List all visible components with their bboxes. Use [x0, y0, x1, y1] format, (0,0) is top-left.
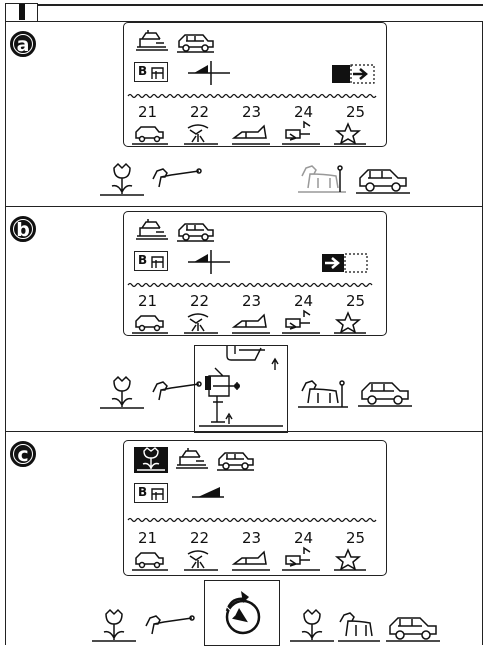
mode-b-icon: B	[134, 251, 168, 271]
dog-standing-icon	[338, 612, 380, 642]
tulip-icon	[100, 375, 144, 409]
section-b-panel: b B 21 22 23 24 25	[5, 206, 483, 433]
dog-icon	[152, 381, 202, 401]
dog-standing-icon	[298, 380, 348, 408]
rotate-reverse-button-icon	[204, 580, 280, 646]
pattern-number-23: 23	[242, 103, 262, 121]
pattern-number-25: 25	[346, 529, 366, 547]
mode-b-icon: B	[134, 62, 168, 82]
stitch-width-icon	[188, 250, 230, 274]
pattern-number-21: 21	[138, 529, 158, 547]
pattern-number-22: 22	[190, 103, 210, 121]
wavy-divider	[127, 93, 377, 99]
header-rule	[37, 4, 483, 6]
lcd-display-c: B 21 22 23 24 25	[123, 440, 387, 576]
mode-b-icon: B	[134, 483, 168, 503]
section-a-panel: a B 21 22 23 24	[5, 21, 483, 207]
pattern-number-25: 25	[346, 103, 366, 121]
car-icon	[217, 452, 254, 471]
section-b-letter: b	[10, 216, 36, 242]
section-a-letter: a	[10, 31, 36, 57]
pattern-number-21: 21	[138, 103, 158, 121]
tulip-icon-right	[290, 608, 334, 642]
car-large-icon	[386, 617, 440, 642]
pattern-icons-row	[132, 546, 366, 571]
arrow-right-icon	[332, 64, 375, 84]
presser-foot-lever-illustration	[194, 345, 288, 433]
pattern-number-23: 23	[242, 529, 262, 547]
sewing-machine-icon	[136, 219, 168, 240]
arrow-right-outline-icon	[322, 253, 368, 273]
pattern-number-23: 23	[242, 292, 262, 310]
pattern-number-25: 25	[346, 292, 366, 310]
dog-icon	[152, 168, 202, 188]
two-column-icon	[5, 3, 38, 22]
dog-icon	[145, 615, 195, 635]
lcd-display-b: B 21 22 23 24 25	[123, 211, 387, 336]
car-icon	[177, 34, 214, 53]
lcd-display-a: B 21 22 23 24 25	[123, 22, 387, 147]
pattern-icons-row	[132, 309, 366, 334]
car-large-icon	[358, 382, 412, 407]
section-c-letter: c	[10, 441, 36, 467]
pattern-number-22: 22	[190, 529, 210, 547]
tulip-icon	[92, 608, 136, 642]
pattern-number-24: 24	[294, 103, 314, 121]
sewing-machine-icon	[176, 448, 208, 469]
tulip-icon	[100, 162, 144, 196]
dog-gray-icon	[298, 165, 346, 193]
pattern-number-24: 24	[294, 529, 314, 547]
sewing-machine-icon	[136, 30, 168, 51]
pattern-icons-row	[132, 120, 366, 145]
pattern-number-24: 24	[294, 292, 314, 310]
tulip-highlighted-icon	[134, 447, 168, 473]
car-large-icon	[356, 169, 410, 194]
stitch-length-icon	[192, 487, 224, 498]
stitch-width-icon	[188, 61, 230, 85]
pattern-number-22: 22	[190, 292, 210, 310]
section-c-panel: c B 21 22 23 24 2	[5, 431, 483, 646]
wavy-divider	[127, 282, 373, 288]
car-icon	[177, 223, 214, 242]
wavy-divider	[127, 517, 377, 523]
pattern-number-21: 21	[138, 292, 158, 310]
